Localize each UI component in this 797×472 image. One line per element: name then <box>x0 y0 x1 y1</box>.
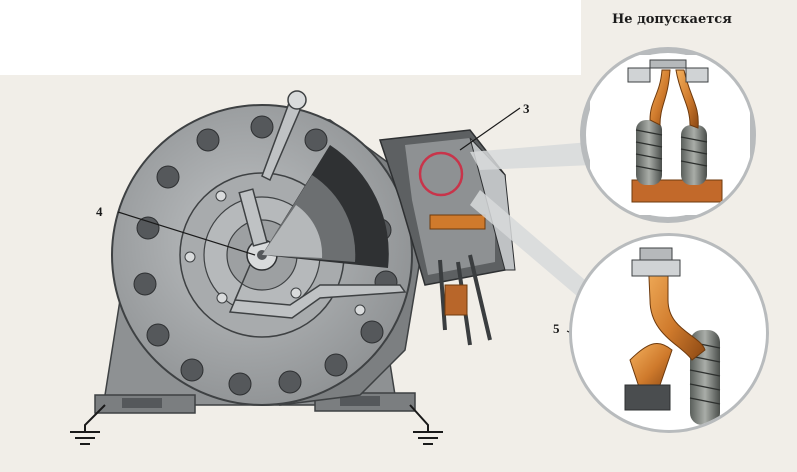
bolt-heads <box>184 190 366 316</box>
ground-symbol-left-icon <box>70 404 106 445</box>
callout-label-4: 4 <box>96 204 103 219</box>
ground-symbol-right-icon <box>409 404 443 445</box>
callout-line-3 <box>459 107 521 151</box>
magnified-view-not-allowed <box>580 47 756 223</box>
magnified-view-correct <box>569 233 769 433</box>
caption-not-allowed: Не допускается <box>612 12 732 27</box>
magnifier-connector-top <box>470 142 592 170</box>
bearing-bracket <box>228 90 407 319</box>
highlight-circle <box>418 151 464 197</box>
terminal-box <box>378 129 516 346</box>
callout-label-3: 3 <box>523 101 530 116</box>
callout-line-4 <box>117 211 256 256</box>
magnifier-connector-bottom <box>470 190 585 296</box>
callout-label-5: 5 <box>553 321 560 336</box>
